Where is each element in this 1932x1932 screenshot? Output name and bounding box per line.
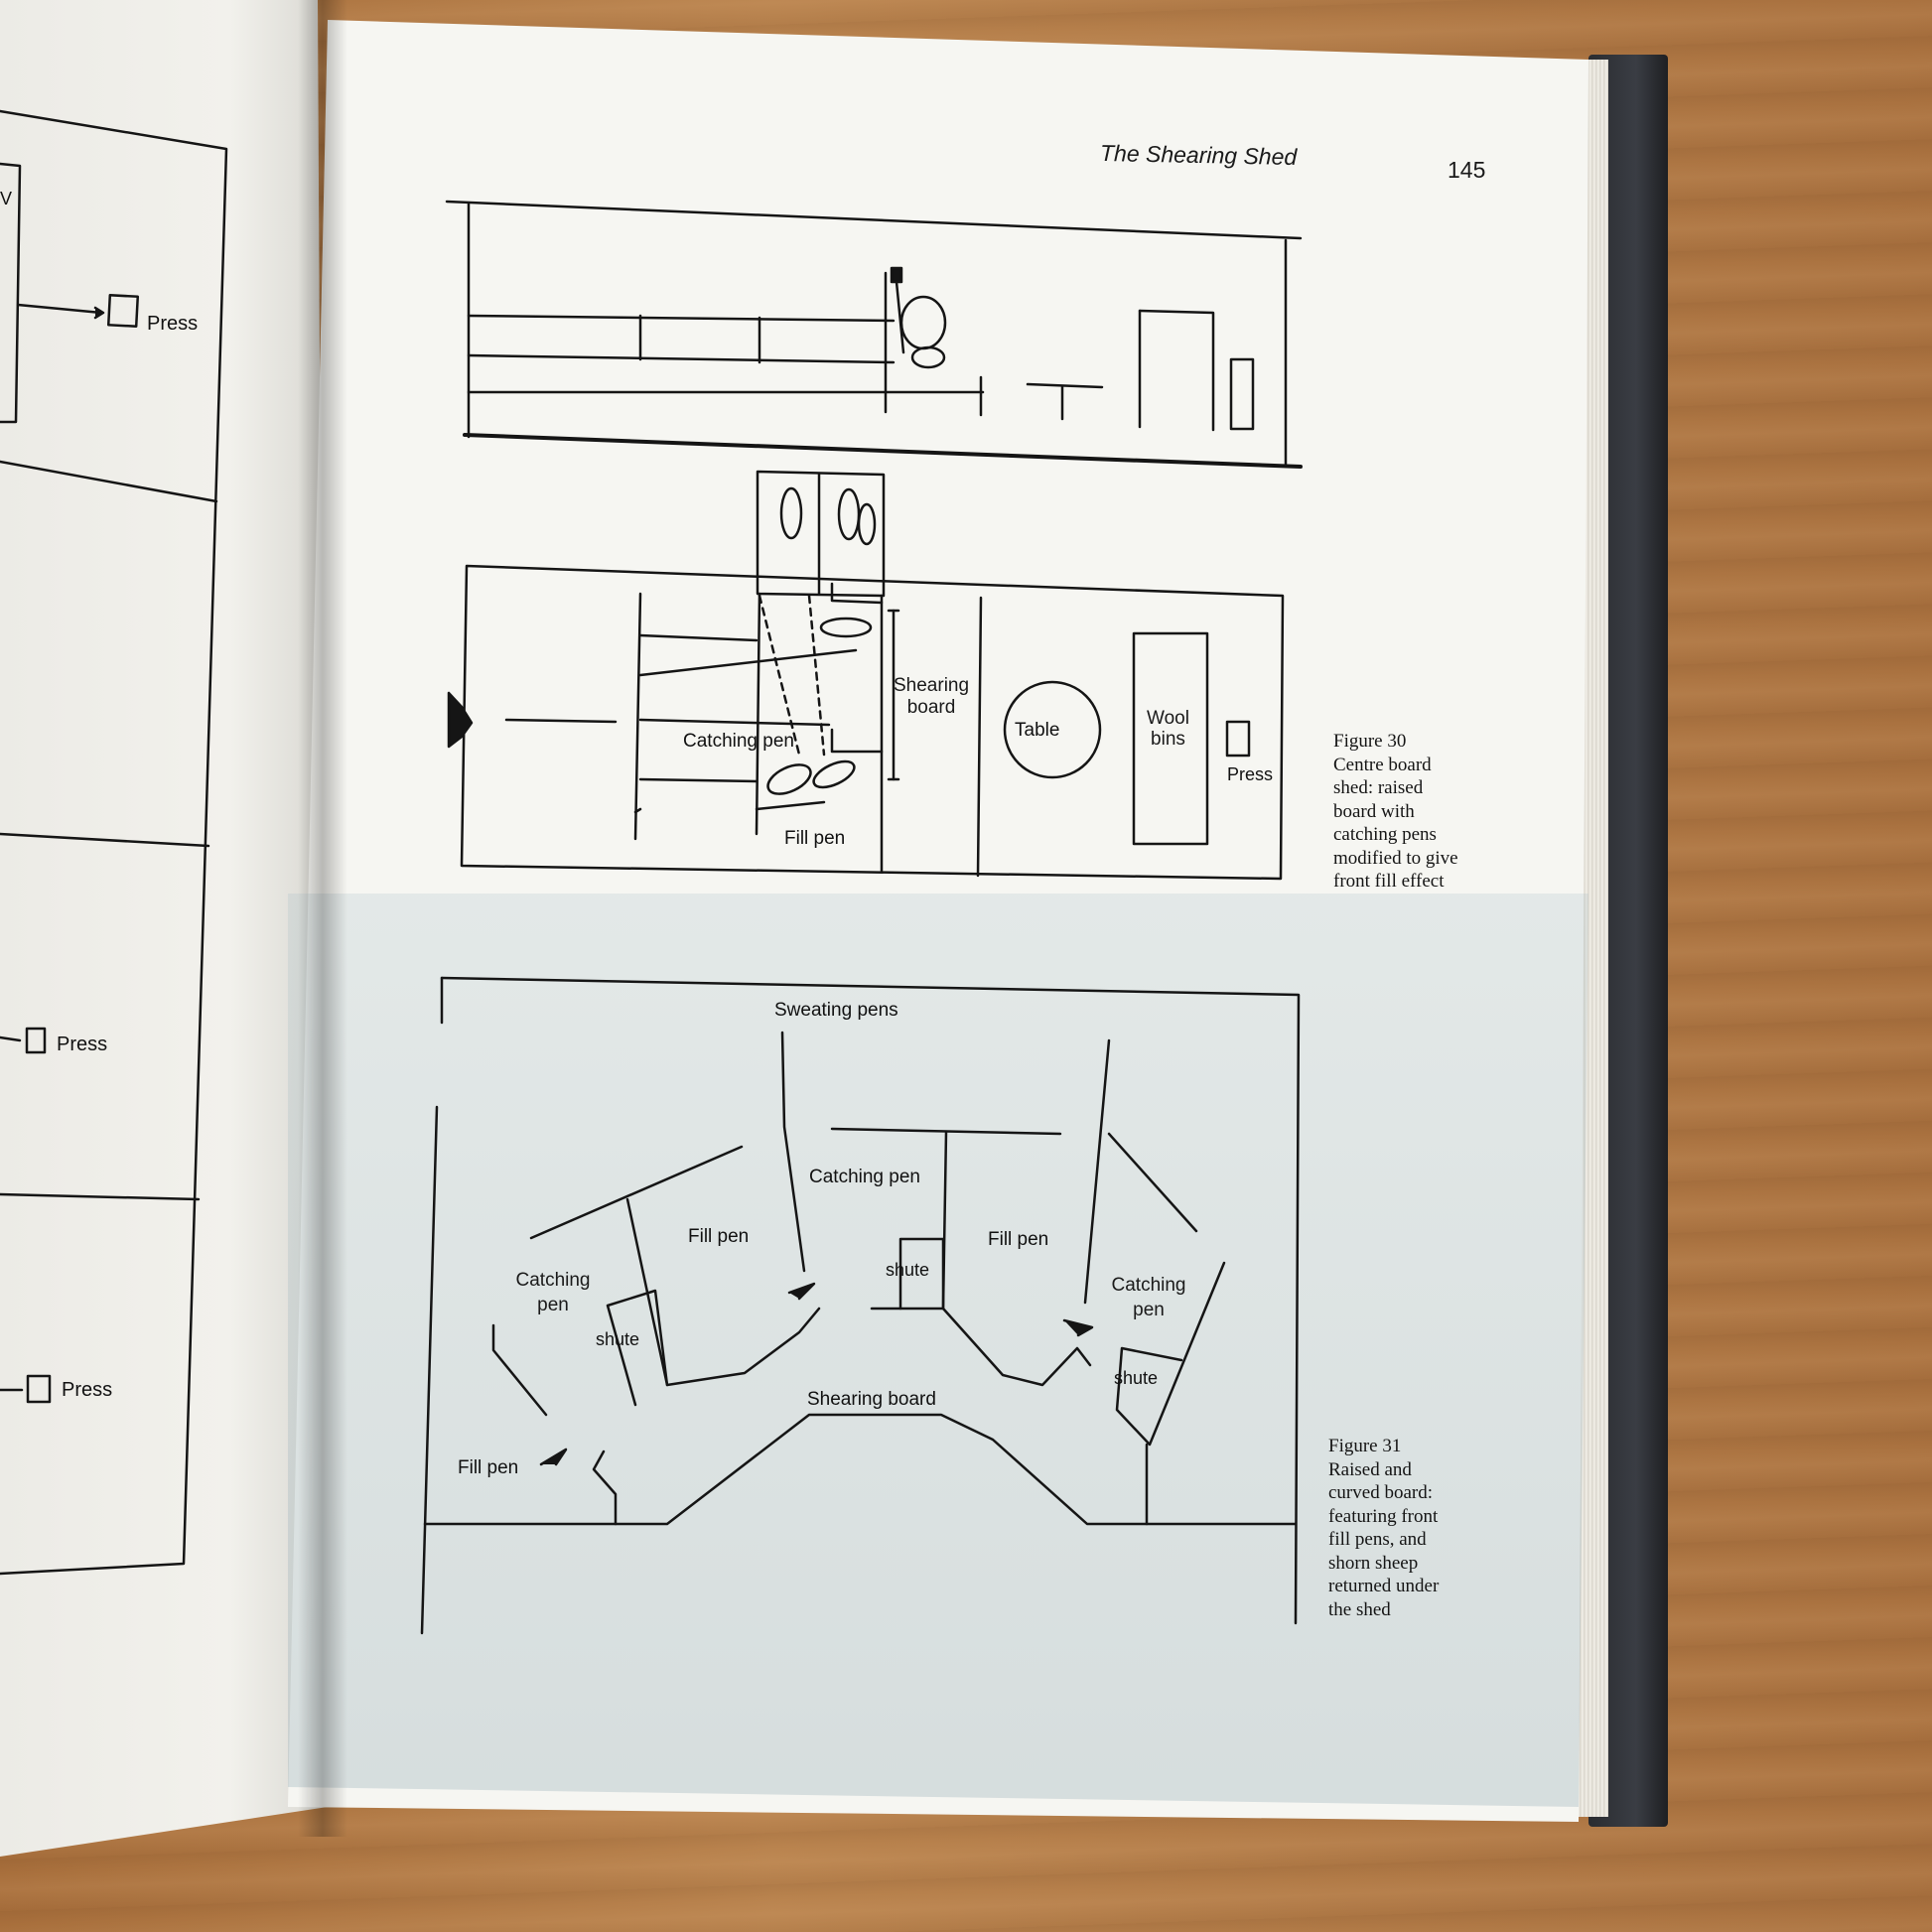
fig30-catching-pen-label: Catching pen (683, 731, 794, 752)
fig31-sweating-pens-label: Sweating pens (774, 1000, 898, 1021)
fig30-press-label: Press (1227, 764, 1273, 784)
page-number: 145 (1448, 157, 1486, 183)
left-cut-letter: V (0, 189, 12, 208)
fig31-catching-pen-left-label: Catching pen (515, 1270, 591, 1315)
figure30-elevation (445, 200, 1303, 469)
left-press-label-1: Press (147, 313, 198, 335)
right-page (288, 20, 1588, 1822)
figure31-caption: Figure 31 Raised and curved board: featu… (1328, 1436, 1440, 1620)
fig31-shute-right-label: shute (1114, 1368, 1158, 1388)
fig30-fill-pen-label: Fill pen (784, 828, 845, 849)
fig31-shute-left-label: shute (596, 1329, 639, 1349)
fig31-fill-pen-bottom-label: Fill pen (458, 1457, 518, 1478)
book-spine-shadow (298, 0, 347, 1837)
left-page-diagram (0, 109, 228, 1576)
fig31-shearing-board-label: Shearing board (807, 1389, 936, 1410)
show-through-photo (288, 894, 1588, 1807)
figure30-caption: Figure 30 Centre board shed: raised boar… (1333, 731, 1458, 892)
fig31-catching-pen-right-label: Catching pen (1111, 1275, 1186, 1320)
figure30-plan (447, 470, 1285, 881)
left-press-label-3: Press (62, 1379, 112, 1401)
left-press-label-2: Press (57, 1034, 107, 1055)
fig31-shute-mid-label: shute (886, 1260, 929, 1280)
fig31-fill-pen-right-label: Fill pen (988, 1229, 1048, 1250)
fig31-catching-pen-top-label: Catching pen (809, 1167, 920, 1187)
fig30-wool-bins-label: Wool bins (1147, 708, 1189, 750)
fig30-shearing-board-label: Shearing board (894, 675, 970, 718)
figure31-plan (420, 976, 1301, 1635)
fig30-table-label: Table (1015, 720, 1059, 741)
fig31-fill-pen-left-label: Fill pen (688, 1226, 749, 1247)
shearer-figure (899, 295, 947, 350)
